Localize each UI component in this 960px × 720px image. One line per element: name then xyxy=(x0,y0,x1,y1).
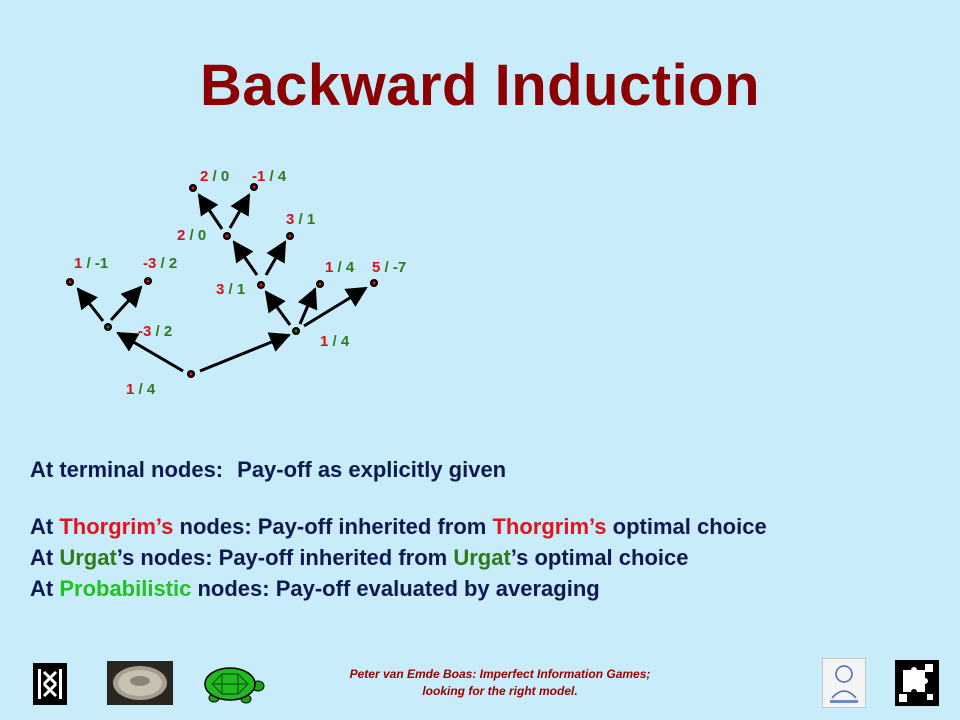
node-left xyxy=(104,323,112,331)
prob-at: At xyxy=(30,576,60,601)
label-top-leaf1: 2 / 0 xyxy=(200,168,229,185)
payoff-labels: 1 / 4 -3 / 2 1 / -1 -3 / 2 1 / 4 3 / 1 1… xyxy=(74,168,406,398)
urgat-name: Urgat xyxy=(59,545,117,570)
explanation-text: At terminal nodes: Pay-off as explicitly … xyxy=(30,454,950,604)
drawing-logo xyxy=(822,658,866,708)
urgat-name-2: Urgat xyxy=(453,545,511,570)
edge-root-right xyxy=(199,332,291,373)
label-top-leaf2: -1 / 4 xyxy=(252,168,287,185)
label-right: 1 / 4 xyxy=(320,333,350,350)
thorgrim-name: Thorgrim’s xyxy=(59,514,174,539)
thorgrim-at: At xyxy=(30,514,60,539)
thorgrim-mid: nodes: Pay-off inherited from xyxy=(173,514,493,539)
edge-right-leaf3 xyxy=(303,286,368,328)
urgat-line: At Urgat’s nodes: Pay-off inherited from… xyxy=(30,542,950,573)
node-root xyxy=(187,370,195,378)
edge-inner-top2 xyxy=(228,193,251,229)
urgat-end: ’s optimal choice xyxy=(510,545,689,570)
label-left-leaf1: 1 / -1 xyxy=(74,255,108,272)
node-mid-leaf xyxy=(286,232,294,240)
edge-inner-top1 xyxy=(197,193,224,230)
thorgrim-line: At Thorgrim’s nodes: Pay-off inherited f… xyxy=(30,511,950,542)
tree-nodes xyxy=(66,183,378,378)
prob-line: At Probabilistic nodes: Pay-off evaluate… xyxy=(30,573,950,604)
terminal-desc: Pay-off as explicitly given xyxy=(237,457,507,482)
node-right xyxy=(292,327,300,335)
node-right-leaf3 xyxy=(370,279,378,287)
label-left-leaf2: -3 / 2 xyxy=(143,255,177,272)
edge-right-leaf2 xyxy=(297,287,318,325)
node-top-leaf2 xyxy=(250,183,258,191)
label-mid-inner: 2 / 0 xyxy=(177,227,206,244)
puzzle-logo xyxy=(895,660,939,706)
node-top-leaf1 xyxy=(189,184,197,192)
urgat-at: At xyxy=(30,545,60,570)
label-left: -3 / 2 xyxy=(138,323,172,340)
game-tree-diagram: 1 / 4 -3 / 2 1 / -1 -3 / 2 1 / 4 3 / 1 1… xyxy=(66,168,406,398)
node-left-leaf2 xyxy=(144,277,152,285)
footer-line-1: Peter van Emde Boas: Imperfect Informati… xyxy=(349,667,651,681)
node-left-leaf1 xyxy=(66,278,74,286)
slide-footer: Peter van Emde Boas: Imperfect Informati… xyxy=(300,666,700,700)
edge-right-mid xyxy=(264,290,292,326)
prob-end: nodes: Pay-off evaluated by averaging xyxy=(191,576,600,601)
uva-logo xyxy=(33,663,67,705)
coin-logo xyxy=(107,661,173,705)
node-right-leaf2 xyxy=(316,280,324,288)
thorgrim-end: optimal choice xyxy=(606,514,767,539)
prob-name: Probabilistic xyxy=(59,576,192,601)
label-right-leaf3: 5 / -7 xyxy=(372,259,406,276)
footer-line-2: looking for the right model. xyxy=(422,684,578,698)
terminal-prefix: At terminal nodes: xyxy=(30,457,224,482)
label-right-mid: 3 / 1 xyxy=(216,281,245,298)
edge-mid-inner xyxy=(232,240,259,276)
label-right-leaf2: 1 / 4 xyxy=(325,259,355,276)
edge-root-left xyxy=(116,331,184,373)
turtle-logo xyxy=(204,667,265,704)
tree-edges xyxy=(76,193,368,373)
thorgrim-name-2: Thorgrim’s xyxy=(492,514,607,539)
terminal-line: At terminal nodes: Pay-off as explicitly … xyxy=(30,454,950,485)
slide-title: Backward Induction xyxy=(199,53,761,118)
label-mid-leaf: 3 / 1 xyxy=(286,211,315,228)
edge-left-leaf2 xyxy=(109,285,143,322)
urgat-mid: ’s nodes: Pay-off inherited from xyxy=(116,545,454,570)
edge-mid-leaf xyxy=(264,240,287,276)
label-root: 1 / 4 xyxy=(126,381,156,398)
node-mid-inner xyxy=(223,232,231,240)
edge-left-leaf1 xyxy=(76,287,105,322)
node-right-mid xyxy=(257,281,265,289)
